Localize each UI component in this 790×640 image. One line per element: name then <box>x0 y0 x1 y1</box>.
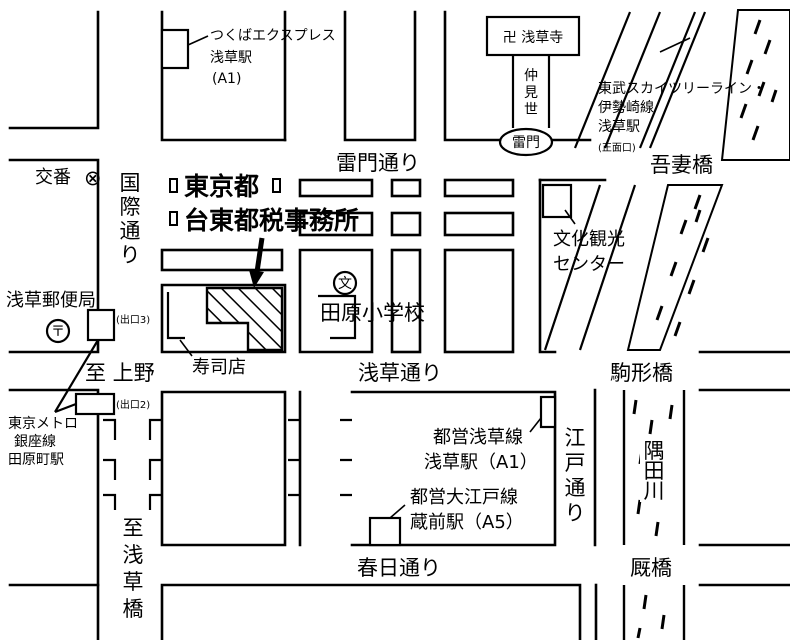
tobu-railway <box>543 11 707 351</box>
school-outline <box>318 294 357 340</box>
svg-text:至: 至 <box>123 516 144 540</box>
svg-text:浅草駅（A1）: 浅草駅（A1） <box>424 452 538 473</box>
svg-text:銀座線: 銀座線 <box>14 434 56 450</box>
toei-asakusa-entrance <box>539 395 557 429</box>
svg-text:国: 国 <box>120 171 141 195</box>
svg-text:仲: 仲 <box>524 68 538 84</box>
title-line-2: 台東都税事務所 <box>184 206 359 235</box>
toei-oedo-label: 都営大江戸線 蔵前駅（A5） <box>410 487 524 533</box>
koban-label: 交番 <box>35 167 71 188</box>
svg-text:東京メトロ: 東京メトロ <box>8 416 78 432</box>
svg-text:橋: 橋 <box>123 597 144 621</box>
tobu-station-label: 東武スカイツリーライン・ 伊勢崎線 浅草駅 (正面口) <box>598 81 766 154</box>
svg-text:つくばエクスプレス: つくばエクスプレス <box>210 28 336 44</box>
kaminarimon-gate: 雷門 <box>498 127 554 157</box>
svg-text:(正面口): (正面口) <box>598 143 636 154</box>
svg-text:見: 見 <box>524 85 538 101</box>
svg-text:(出口3): (出口3) <box>116 313 150 326</box>
umayabashi-label: 厩橋 <box>630 556 672 580</box>
svg-text:都営浅草線: 都営浅草線 <box>433 427 523 448</box>
sensoji: 卍 浅草寺 <box>485 15 581 128</box>
svg-text:(A1): (A1) <box>212 71 241 87</box>
svg-text:世: 世 <box>524 102 538 118</box>
svg-text:草: 草 <box>123 570 144 594</box>
kokusai-dori-label: 国 際 通 り <box>120 171 141 267</box>
tax-office-title: 東京都 台東都税事務所 <box>169 172 359 235</box>
svg-text:通: 通 <box>120 219 141 243</box>
svg-text:(出口2): (出口2) <box>116 398 150 411</box>
to-asakusabashi-label: 至 浅 草 橋 <box>123 516 144 621</box>
sensoji-label: 卍 浅草寺 <box>503 30 563 46</box>
svg-text:通: 通 <box>565 476 586 500</box>
school-icon-circle <box>332 270 358 296</box>
komagatabashi-label: 駒形橋 <box>610 361 673 385</box>
svg-text:文化観光: 文化観光 <box>553 229 625 250</box>
svg-text:川: 川 <box>644 479 665 503</box>
to-ueno-label: 至 上野 <box>85 361 155 385</box>
svg-text:田原町駅: 田原町駅 <box>8 452 64 468</box>
school-icon: 文 <box>338 276 352 292</box>
post-office-label: 浅草郵便局 <box>6 290 96 311</box>
svg-text:浅: 浅 <box>123 543 144 567</box>
school-label: 田原小学校 <box>320 301 425 325</box>
sushi-shop-outline <box>166 292 185 340</box>
svg-text:伊勢崎線: 伊勢崎線 <box>598 100 654 116</box>
metro-exit-2 <box>74 392 116 416</box>
asakusa-dori-label: 浅草通り <box>358 361 442 385</box>
svg-text:隅: 隅 <box>644 439 665 463</box>
edo-dori-label: 江 戸 通 り <box>565 426 586 525</box>
post-office-icon-circle <box>45 318 71 344</box>
nakamise-label: 仲 見 世 <box>524 68 538 118</box>
svg-text:り: り <box>120 243 141 267</box>
culture-center-label: 文化観光 センター <box>553 229 625 275</box>
title-line-1: 東京都 <box>184 172 259 201</box>
kaminarimon-dori-label: 雷門通り <box>336 151 420 175</box>
kasuga-dori-label: 春日通り <box>357 556 441 580</box>
tsukuba-station-entrance <box>160 28 190 70</box>
azumabashi-label: 吾妻橋 <box>650 153 713 177</box>
svg-text:り: り <box>565 501 586 525</box>
street-notches <box>103 418 352 510</box>
svg-text:都営大江戸線: 都営大江戸線 <box>410 487 518 508</box>
sushi-label: 寿司店 <box>192 357 246 378</box>
svg-text:江: 江 <box>565 426 586 450</box>
svg-text:東武スカイツリーライン・: 東武スカイツリーライン・ <box>598 81 766 97</box>
metro-station-label: 東京メトロ 銀座線 田原町駅 <box>8 416 78 468</box>
svg-text:センター: センター <box>553 254 625 275</box>
svg-text:蔵前駅（A5）: 蔵前駅（A5） <box>410 512 524 533</box>
tsukuba-station-label: つくばエクスプレス 浅草駅 (A1) <box>210 28 336 87</box>
sumida-river-label: 隅 田 川 <box>640 438 668 503</box>
post-office-icon: 〒 <box>51 324 65 340</box>
sumida-river <box>622 9 790 640</box>
location-arrow <box>249 237 265 288</box>
toei-asakusa-label: 都営浅草線 浅草駅（A1） <box>424 427 538 473</box>
svg-text:戸: 戸 <box>565 451 586 475</box>
koban-icon: ⊗ <box>84 166 102 190</box>
metro-exit-3 <box>86 308 116 342</box>
svg-text:際: 際 <box>120 195 141 219</box>
svg-text:田: 田 <box>644 459 665 483</box>
toei-oedo-entrance <box>368 516 402 547</box>
svg-text:浅草駅: 浅草駅 <box>210 50 252 66</box>
svg-text:浅草駅: 浅草駅 <box>598 119 640 135</box>
svg-text:雷門: 雷門 <box>512 135 540 151</box>
tax-office-building <box>205 286 284 352</box>
